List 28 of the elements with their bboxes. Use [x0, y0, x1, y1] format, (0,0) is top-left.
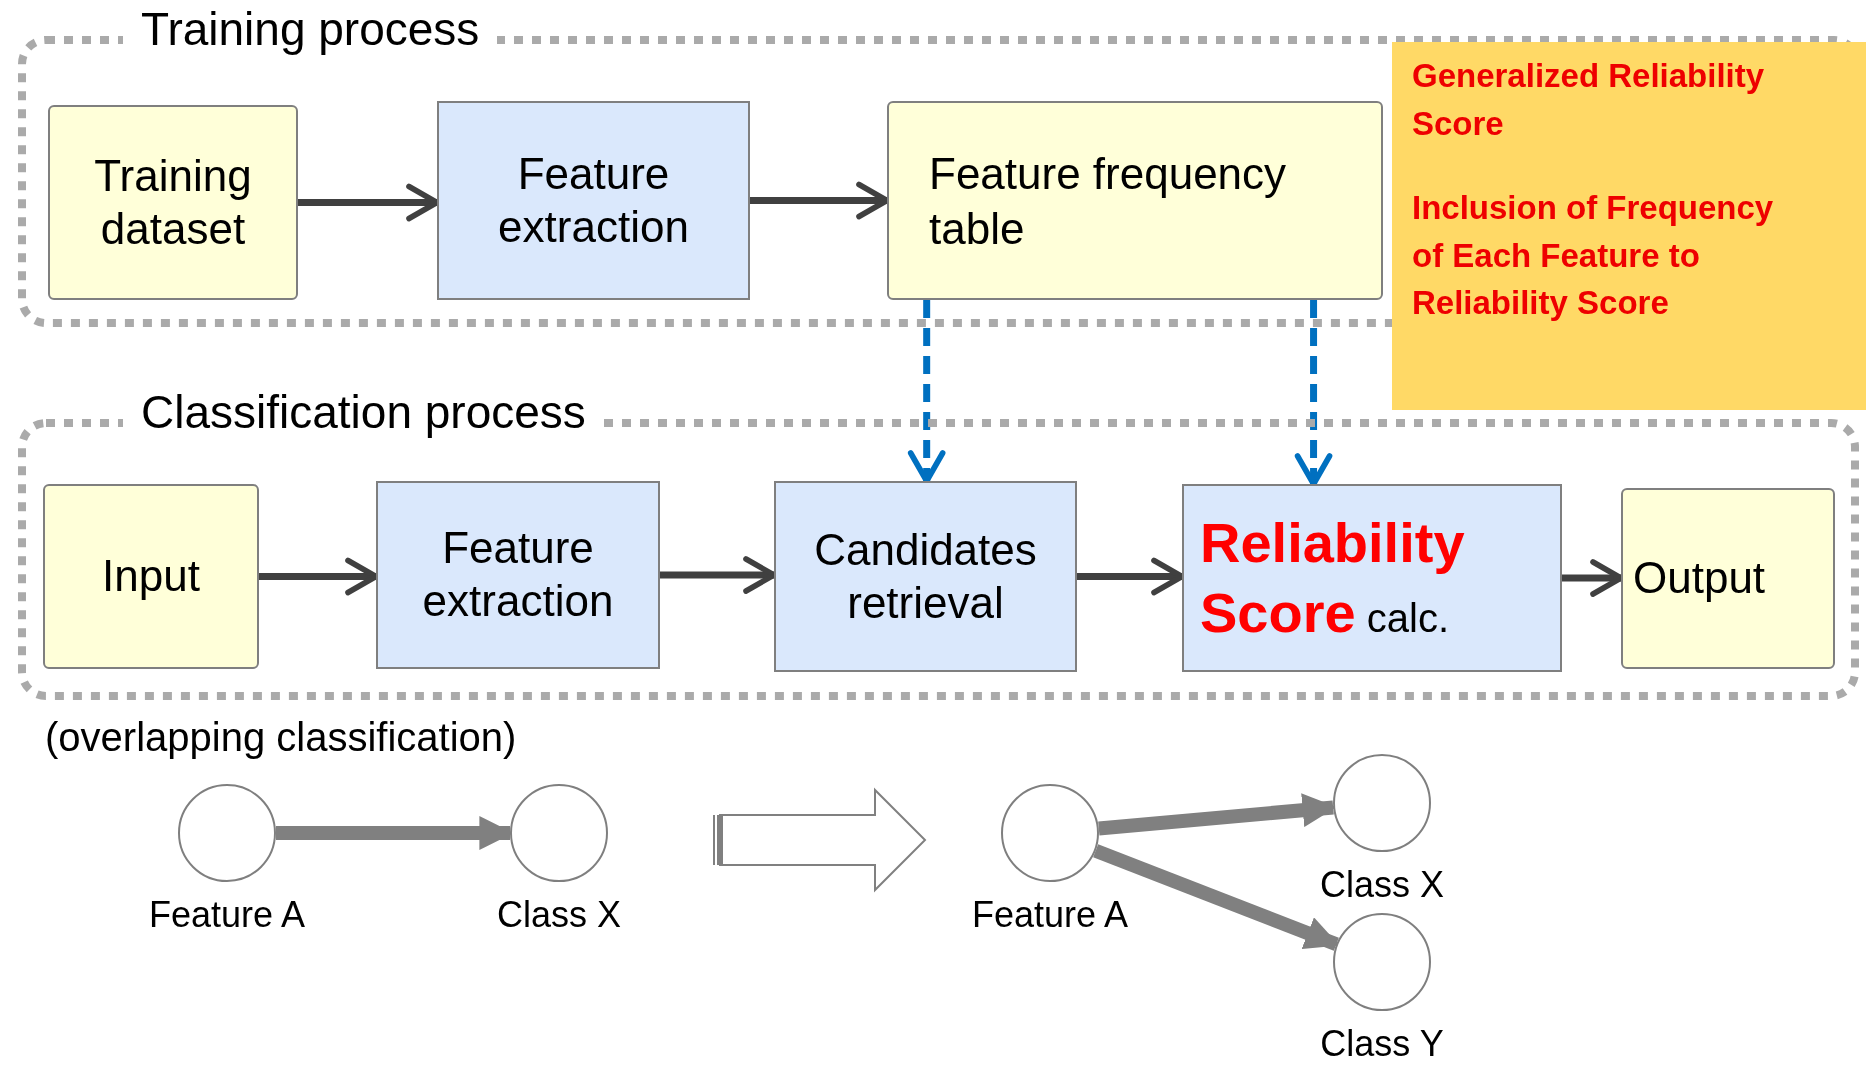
process-box [48, 105, 298, 300]
process-box [1621, 488, 1835, 669]
node-caption: Class X [1320, 864, 1444, 906]
process-box [1182, 484, 1562, 672]
box-text: Feature extraction [497, 147, 690, 253]
note-box [1392, 42, 1866, 410]
note-text: Inclusion of Frequency of Each Feature to Reliability Score [1412, 187, 1775, 324]
box-text: Reliability Score calc. [1200, 510, 1466, 646]
note-text: Generalized Reliability Score [1412, 56, 1766, 144]
box-text: Feature frequency table [929, 147, 1288, 255]
process-box [887, 101, 1383, 300]
process-box [43, 484, 259, 669]
arrow [1093, 844, 1340, 951]
process-box [376, 481, 660, 669]
process-box [774, 481, 1077, 672]
node-caption: Feature A [148, 894, 306, 936]
box-text: Training dataset [93, 149, 253, 255]
note-text: (overlapping classification) [45, 715, 517, 760]
node-caption: Feature A [971, 894, 1129, 936]
box-text: Input [102, 550, 200, 603]
box-text: Candidates retrieval [813, 523, 1038, 629]
process-box [437, 101, 750, 300]
arrow [907, 300, 946, 484]
box-text: Output [1633, 552, 1766, 605]
node-caption: Class X [497, 894, 621, 936]
box-text: Feature extraction [421, 522, 615, 627]
node-caption: Class Y [1320, 1023, 1444, 1065]
arrow [1294, 300, 1333, 487]
